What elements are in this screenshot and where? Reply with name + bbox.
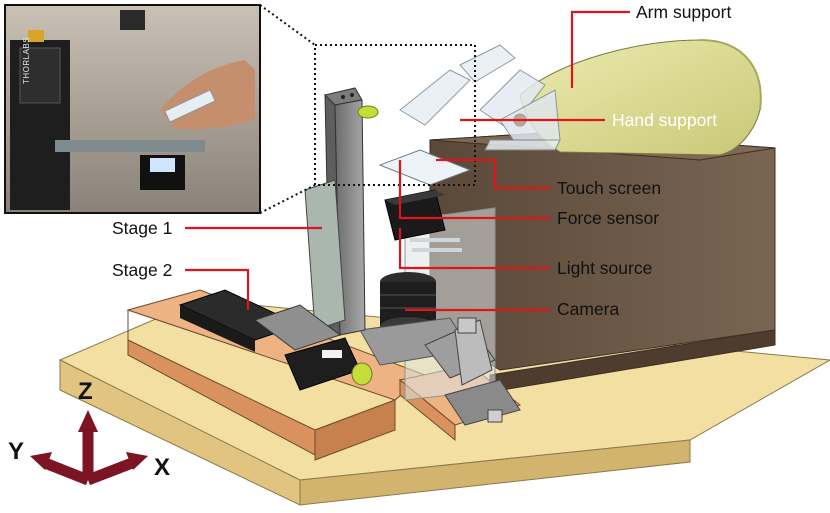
leader-lines bbox=[185, 10, 630, 312]
label-touch-screen: Touch screen bbox=[557, 178, 662, 198]
x-axis-head bbox=[126, 452, 148, 470]
y-axis-arrow bbox=[42, 457, 91, 486]
label-light-source: Light source bbox=[557, 258, 653, 278]
touch-screen bbox=[378, 149, 472, 186]
inset-photo bbox=[4, 4, 261, 214]
label-camera: Camera bbox=[557, 299, 620, 319]
inset-device-brand: THORLABS bbox=[22, 36, 31, 84]
z-axis-head bbox=[78, 410, 98, 432]
axes-triad bbox=[30, 410, 148, 486]
y-axis-head bbox=[30, 452, 52, 470]
axis-label-y: Y bbox=[8, 438, 25, 465]
leader-arm-support bbox=[570, 10, 630, 88]
camera-stage bbox=[424, 317, 521, 426]
stage-1 bbox=[304, 87, 379, 336]
label-hand-support: Hand support bbox=[612, 110, 718, 130]
axis-label-x: X bbox=[154, 454, 171, 481]
leader-touch-screen bbox=[436, 158, 550, 190]
x-axis-arrow bbox=[86, 457, 134, 486]
label-force-sensor: Force sensor bbox=[557, 208, 660, 228]
label-stage-1: Stage 1 bbox=[112, 218, 173, 238]
zoom-indicator bbox=[259, 4, 476, 214]
leader-light-source bbox=[398, 228, 550, 270]
arm-support bbox=[519, 39, 762, 156]
axis-label-z: Z bbox=[78, 378, 93, 405]
light-source bbox=[410, 238, 462, 252]
hand-support bbox=[399, 44, 561, 151]
label-arm-support: Arm support bbox=[636, 2, 732, 22]
leader-force-sensor bbox=[398, 160, 550, 220]
label-stage-2: Stage 2 bbox=[112, 260, 173, 280]
leader-stage-2 bbox=[185, 268, 250, 310]
stage-2 bbox=[178, 289, 373, 391]
